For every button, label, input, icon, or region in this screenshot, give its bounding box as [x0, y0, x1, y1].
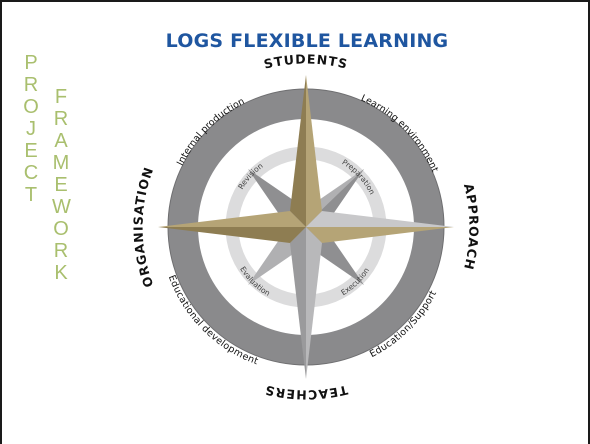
compass-diagram: LOGS FLEXIBLE LEARNING Internal producti… — [132, 30, 482, 403]
diagram-title: LOGS FLEXIBLE LEARNING — [166, 30, 449, 52]
framework-letter: R — [53, 240, 69, 262]
project-letter: E — [24, 140, 38, 162]
project-letter: T — [24, 184, 38, 206]
compass-point-east-light — [306, 227, 454, 243]
compass-point-west-dark — [158, 227, 306, 243]
compass-point-west-light — [158, 211, 306, 227]
project-letter: C — [23, 162, 39, 184]
cardinal-label-teachers: TEACHERS — [263, 382, 349, 402]
project-letter: O — [23, 96, 39, 118]
project-letter: P — [24, 52, 38, 74]
framework-letter: W — [52, 196, 71, 218]
compass-point-south-dark — [290, 227, 306, 379]
cardinal-label-approach: APPROACH — [461, 182, 482, 272]
compass-point-north-dark — [290, 75, 306, 227]
framework-letter: M — [52, 152, 70, 174]
framework-letter: K — [54, 262, 68, 284]
compass-point-east-dark — [306, 211, 454, 227]
framework-letter: F — [54, 86, 68, 108]
framework-letter: R — [53, 108, 69, 130]
cardinal-label-students: STUDENTS — [262, 51, 349, 71]
cardinal-label-organisation: ORGANISATION — [132, 165, 156, 290]
framework-letter: E — [54, 174, 68, 196]
compass-point-south-light — [306, 227, 322, 379]
project-letter: J — [26, 118, 36, 140]
framework-letter: O — [53, 218, 69, 240]
compass-point-north-light — [306, 75, 322, 227]
project-letter: R — [23, 74, 39, 96]
framework-letter: A — [54, 130, 68, 152]
